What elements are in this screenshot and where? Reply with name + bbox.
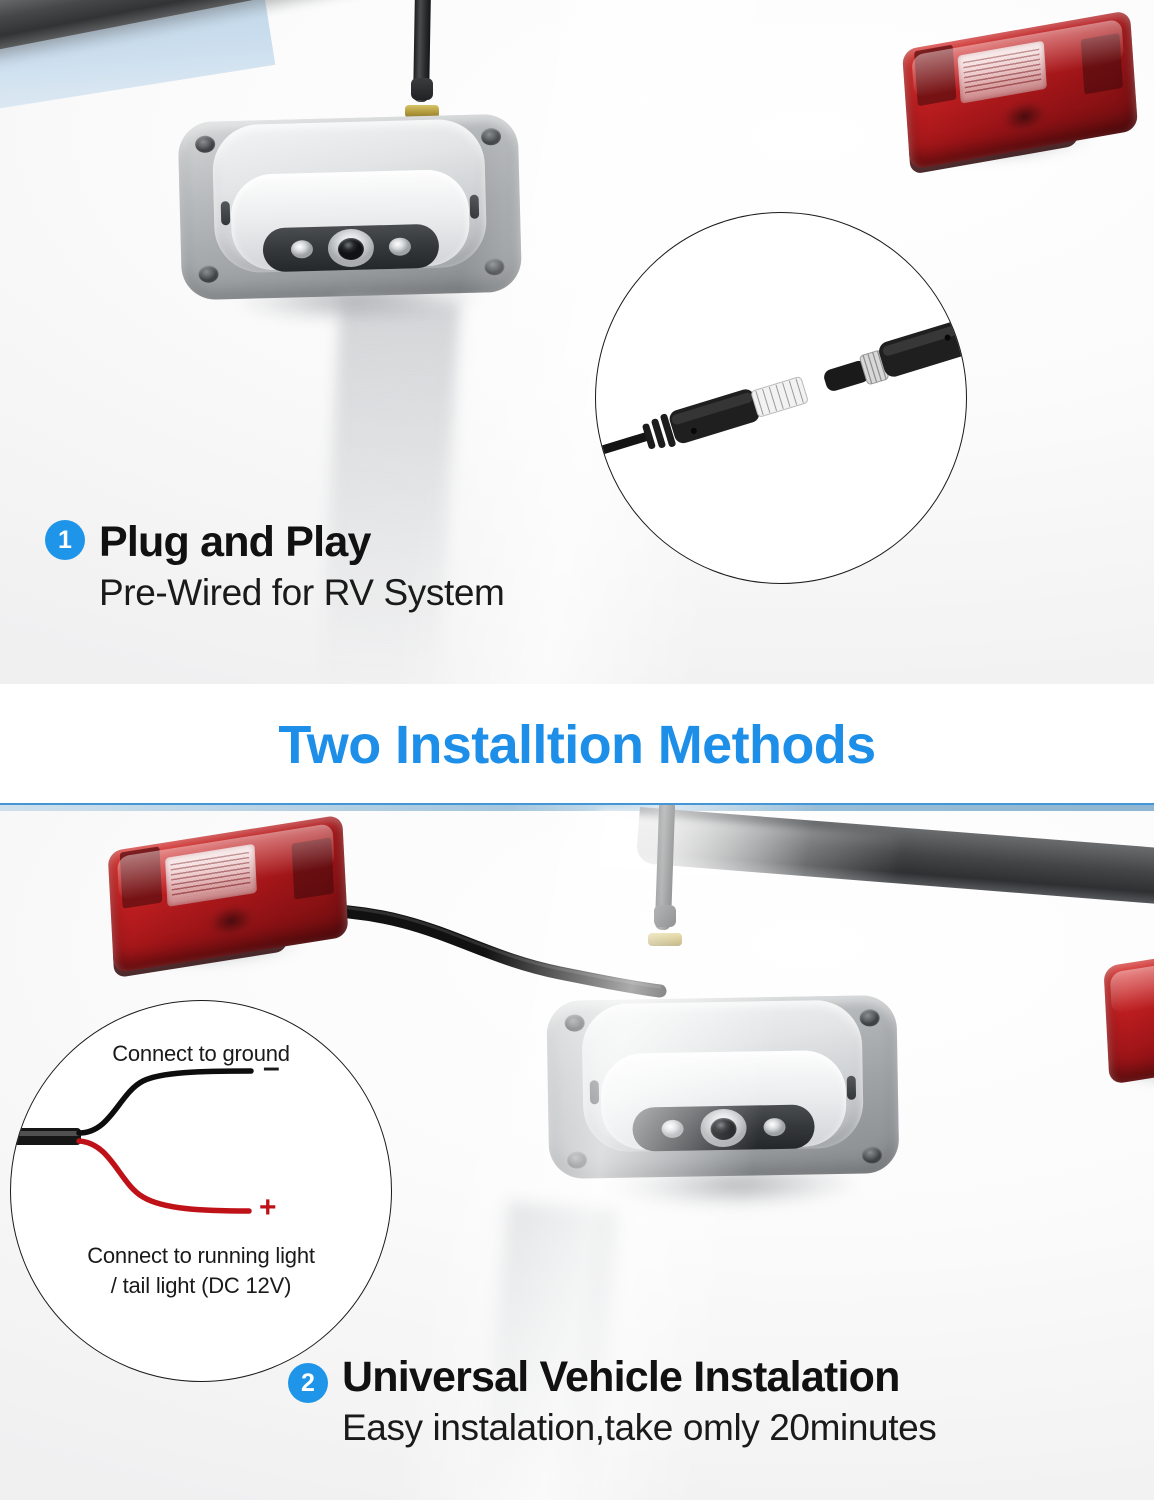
power-label-line2: / tail light (DC 12V) (110, 1273, 292, 1298)
banner-background (0, 684, 1154, 805)
rv-backup-camera (177, 106, 523, 334)
camera-screw (564, 1014, 585, 1032)
camera-screw (861, 1146, 882, 1164)
feature-subtitle: Easy instalation,take omly 20minutes (342, 1406, 937, 1448)
camera-face-plate (261, 223, 440, 273)
wiring-illustration (11, 1068, 254, 1214)
rv-backup-camera (546, 987, 900, 1219)
ir-led (388, 237, 412, 256)
banner-two-installation-methods: Two Installtion Methods (0, 684, 1154, 805)
camera-screw (859, 1009, 880, 1027)
wiring-callout: Connect to ground – + Connect to running… (10, 1000, 392, 1382)
feature-text-block: Universal Vehicle Instalation Easy insta… (342, 1353, 937, 1450)
feature-plug-and-play: 1 Plug and Play Pre-Wired for RV System (45, 518, 505, 615)
floor-shadow-streak (319, 297, 461, 684)
tail-light-lens (1103, 943, 1154, 1085)
connector-callout (595, 212, 967, 584)
connector-illustration (596, 315, 966, 459)
camera-face-plate (632, 1104, 815, 1152)
antenna-joint (654, 905, 676, 927)
feature-title: Universal Vehicle Instalation (342, 1353, 900, 1401)
feature-subtitle: Pre-Wired for RV System (99, 571, 505, 613)
positive-polarity-symbol: + (259, 1191, 277, 1224)
camera-vent (846, 1075, 857, 1100)
panel-plug-and-play: 1 Plug and Play Pre-Wired for RV System (0, 0, 1154, 684)
camera-vent (469, 194, 480, 219)
feature-number-badge: 1 (45, 520, 85, 560)
banner-title: Two Installtion Methods (278, 714, 876, 775)
feature-title: Plug and Play (99, 518, 371, 566)
strain-relief-left (642, 413, 676, 449)
power-label-line1: Connect to running light (87, 1243, 315, 1268)
feature-number-badge: 2 (288, 1363, 328, 1403)
antenna-joint (411, 78, 433, 100)
panel-universal-installation: Connect to ground – + Connect to running… (0, 805, 1154, 1500)
red-rv-tail-light (898, 10, 1139, 175)
antenna-base (648, 933, 682, 946)
ground-label: Connect to ground (112, 1041, 290, 1066)
ir-led (763, 1117, 786, 1137)
ir-led (661, 1119, 684, 1139)
camera-screw (566, 1151, 587, 1169)
sky-strip (0, 805, 1154, 811)
negative-polarity-symbol: – (263, 1051, 280, 1084)
camera-vent (589, 1080, 600, 1105)
camera-vent (220, 201, 231, 226)
ir-led (290, 239, 314, 259)
feature-text-block: Plug and Play Pre-Wired for RV System (99, 518, 505, 615)
red-rv-tail-light-partial (1101, 943, 1154, 1094)
red-rv-tail-light (102, 814, 349, 979)
divider-rule-bottom (0, 803, 1154, 805)
feature-universal-installation: 2 Universal Vehicle Instalation Easy ins… (288, 1353, 937, 1450)
